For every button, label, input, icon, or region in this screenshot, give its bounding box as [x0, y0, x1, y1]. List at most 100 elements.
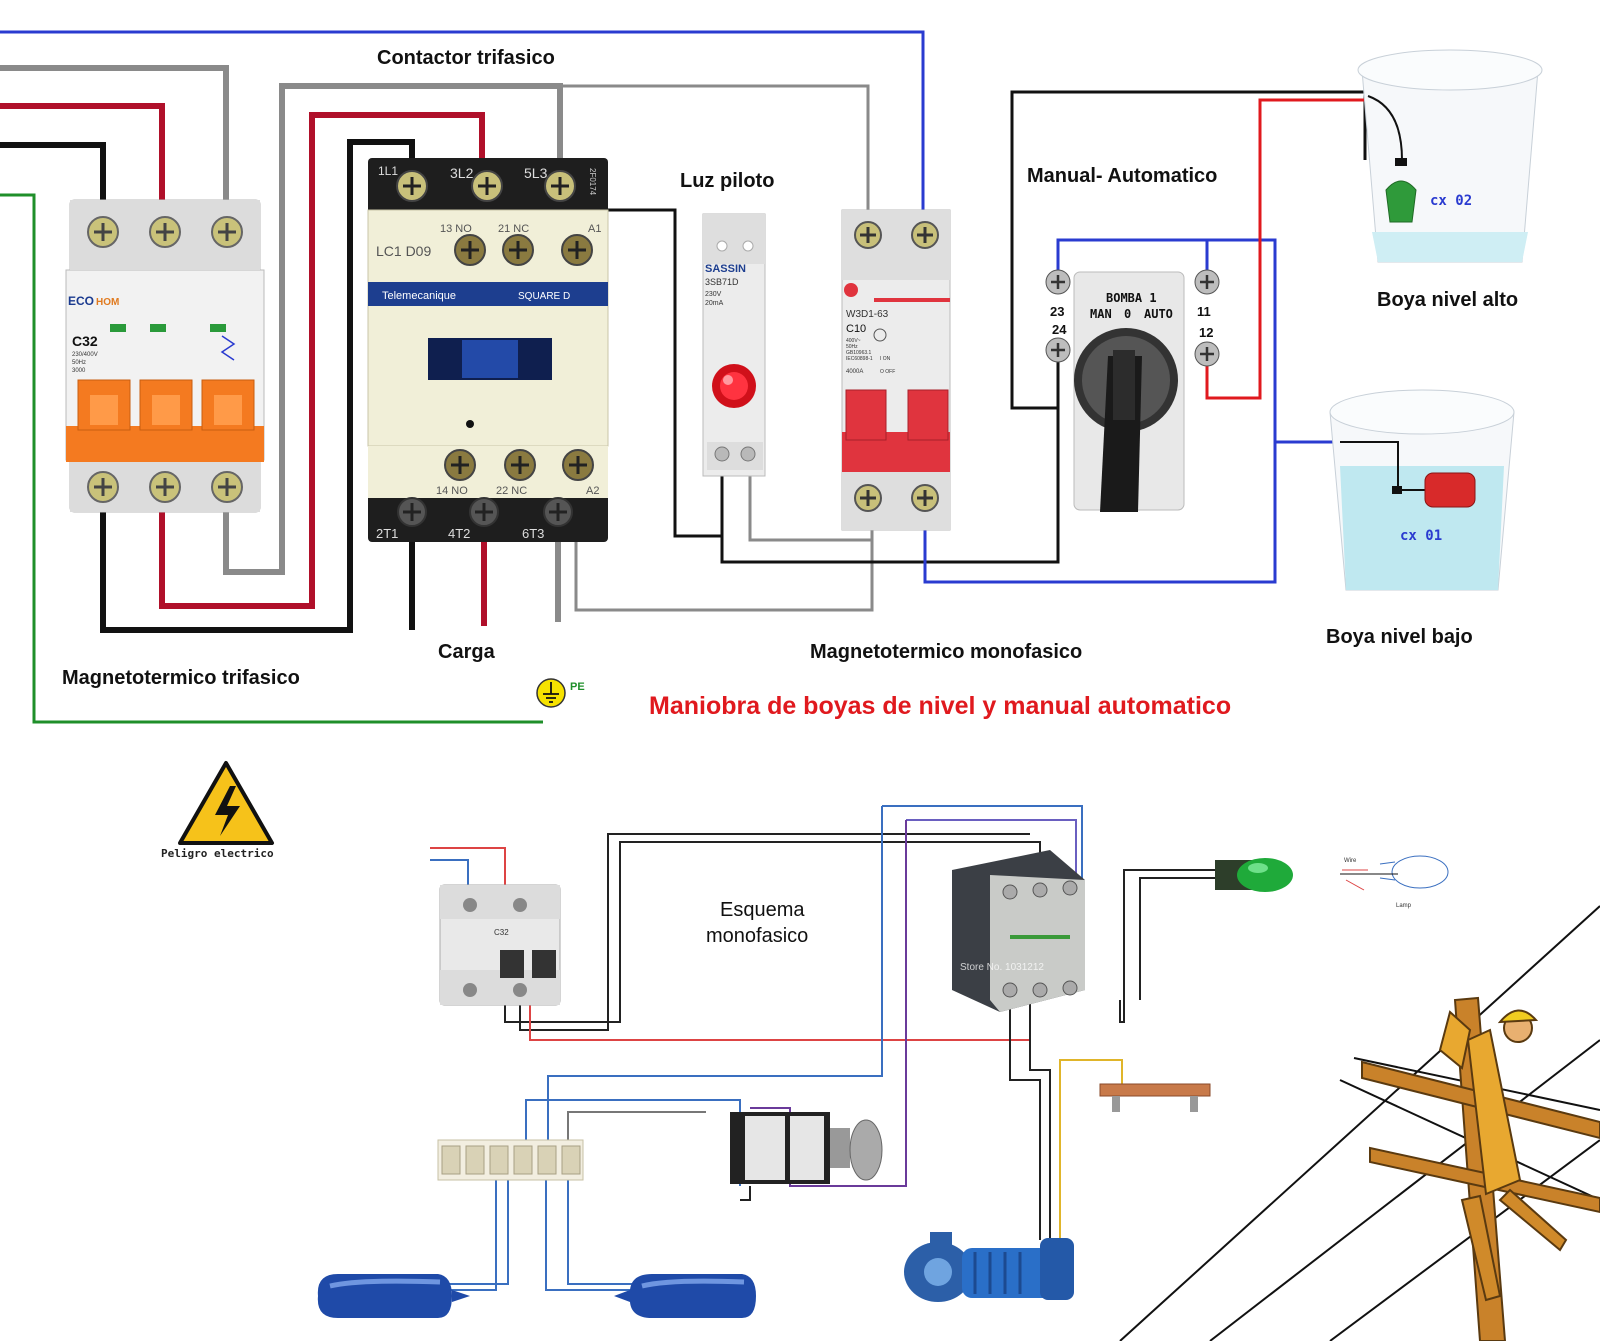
breaker3-spec3: 3000: [72, 368, 86, 374]
label-manual-automatico: Manual- Automatico: [1027, 165, 1218, 187]
wire-pilot-grey: [748, 470, 872, 542]
selector-man: MAN: [1090, 307, 1112, 321]
contactor-t-4t2: 4T2: [448, 526, 470, 541]
contactor-model: LC1 D09: [376, 243, 431, 259]
selector-manual-automatico: BOMBA 1 MAN 0 AUTO 23 24 11 12: [1045, 269, 1220, 512]
tank-lower-label: cx 01: [1400, 528, 1442, 544]
wire-blue-neutral: [0, 30, 925, 218]
selector-line1: BOMBA 1: [1106, 291, 1157, 305]
breaker1-model: W3D1-63: [846, 309, 889, 320]
screw-terminals-bottom: [87, 471, 243, 503]
label-luz-piloto: Luz piloto: [680, 170, 775, 192]
lower-wire-black-pump: [1009, 1000, 1041, 1240]
lower-wire-black-2: [519, 833, 1030, 1031]
lower-wire-float1-b: [448, 1180, 509, 1285]
selector-t23: 23: [1050, 304, 1064, 319]
lower-wire-black-1: [504, 841, 1041, 1023]
label-boya-nivel-bajo: Boya nivel bajo: [1326, 626, 1473, 648]
contactor-trifasico: 1L1 3L2 5L3 2F0174 13 NO 21 NC A1 LC1 D0…: [367, 158, 609, 542]
breaker1-off: O OFF: [880, 369, 895, 375]
wire-selector-blue-top: [1056, 238, 1209, 282]
lower-wire-float2-a: [545, 1180, 640, 1291]
contactor-t-1l1: 1L1: [378, 164, 398, 178]
label-carga: Carga: [438, 641, 495, 663]
lower-wire-float2-b: [567, 1180, 640, 1285]
wire-red-to-l2: [159, 112, 485, 609]
wire-grey-control: [558, 84, 870, 220]
breaker3-spec2: 50Hz: [72, 360, 86, 366]
contactor-t-14no: 14 NO: [436, 485, 468, 497]
breaker3-rating: C32: [72, 333, 98, 349]
lower-mcb-label: C32: [494, 928, 509, 937]
pe-label: PE: [570, 681, 585, 693]
luz-piloto: SASSIN 3SB71D 230V 20mA: [702, 213, 766, 477]
lower-wire-blue-3: [906, 819, 1077, 880]
lower-wire-black-pump2: [1029, 1000, 1051, 1240]
contactor-t-22nc: 22 NC: [496, 485, 527, 497]
wire-green-earth: [0, 193, 543, 724]
breaker1-spec2: 50Hz: [846, 344, 858, 350]
label-esquema-line1: Esquema: [720, 899, 805, 921]
breaker1-spec5: 4000A: [846, 369, 863, 375]
upper-wires: [0, 30, 1368, 724]
contactor-t-a2: A2: [586, 485, 599, 497]
breaker1-spec4: IEC60898-1: [846, 356, 873, 362]
pilot-v: 230V: [705, 291, 722, 298]
earth-icon: PE: [536, 678, 585, 708]
contactor-t-a1: A1: [588, 223, 601, 235]
lower-contactor-watermark: Store No. 1031212: [960, 962, 1044, 973]
breaker3-brand2: HOM: [96, 297, 119, 308]
label-magnetotermico-monofasico: Magnetotermico monofasico: [810, 641, 1083, 663]
contactor-t-13no: 13 NO: [440, 223, 472, 235]
label-boya-nivel-alto: Boya nivel alto: [1377, 289, 1519, 311]
magnetotermico-monofasico: W3D1-63 C10 400V~ 50Hz GB10963.1 IEC6089…: [841, 209, 951, 531]
breaker1-spec3: GB10963.1: [846, 350, 872, 356]
breaker-trifasico: ECO HOM C32 230/400V 50Hz 3000: [65, 199, 265, 513]
contactor-t-3l2: 3L2: [450, 165, 474, 181]
wire-black-incoming: [0, 142, 106, 200]
selector-t11: 11: [1197, 304, 1211, 319]
lower-contactor: Store No. 1031212: [952, 850, 1085, 1012]
breaker1-spec1: 400V~: [846, 338, 861, 344]
pilot-brand: SASSIN: [705, 263, 746, 275]
label-esquema-line2: monofasico: [706, 925, 809, 947]
contactor-t-21nc: 21 NC: [498, 223, 529, 235]
breaker1-on: I ON: [880, 356, 891, 362]
lamp-sketch-icon: Wire Lamp: [1340, 855, 1449, 909]
lamp-wire-label: Wire: [1344, 858, 1357, 864]
lower-wire-red-in: [430, 847, 506, 890]
wire-pilot-to-selector: [720, 348, 1060, 564]
peligro-label: Peligro electrico: [161, 847, 274, 860]
wire-selector-red: [1205, 98, 1368, 400]
lower-wire-blue-1: [882, 805, 1083, 882]
lower-wire-purple: [750, 820, 907, 1187]
wire-blue-to-float: [923, 440, 1340, 584]
lower-wire-selector-black: [740, 1186, 751, 1201]
contactor-t-5l3: 5L3: [524, 165, 548, 181]
selector-zero: 0: [1124, 307, 1131, 321]
lower-wires: [430, 805, 1215, 1291]
lower-mcb: C32: [439, 884, 561, 1006]
lower-wire-float1-a: [450, 1180, 497, 1291]
tanque-superior: cx 02: [1357, 49, 1543, 263]
lower-selector: [730, 1112, 883, 1184]
ground-bar: [1099, 1083, 1211, 1112]
warning-icon: [178, 761, 274, 845]
lower-wire-black-4: [1139, 877, 1215, 1000]
selector-auto: AUTO: [1144, 307, 1173, 321]
selector-t12: 12: [1199, 325, 1213, 340]
contactor-t-6t3: 6T3: [522, 526, 544, 541]
electrician-on-pole-icon: [1119, 905, 1600, 1341]
lower-wire-yellow: [1059, 1059, 1123, 1240]
screw-terminals-top: [87, 216, 243, 248]
lower-wire-red-2: [529, 1000, 1031, 1041]
breaker3-brand: ECO: [68, 294, 94, 308]
float-switch-right: [614, 1274, 756, 1318]
lower-wire-blue-in: [430, 859, 469, 890]
contactor-brand2: SQUARE D: [518, 291, 570, 302]
green-pilot-lamp: [1215, 858, 1293, 892]
terminal-strip: [437, 1139, 584, 1181]
lamp-lamp-label: Lamp: [1396, 903, 1412, 909]
label-magnetotermico-trifasico: Magnetotermico trifasico: [62, 667, 300, 689]
